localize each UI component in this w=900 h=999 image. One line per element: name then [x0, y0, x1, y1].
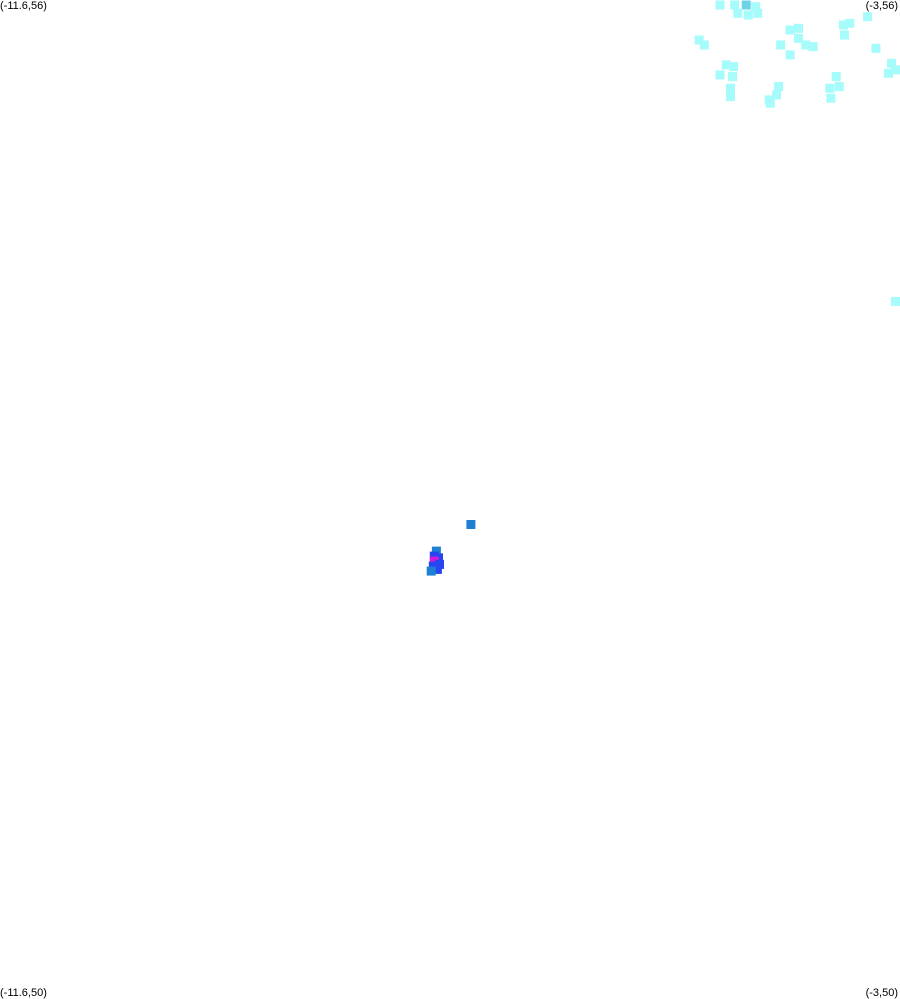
data-cell-light-cyan: [776, 40, 786, 50]
data-cells-layer: [426, 0, 900, 576]
data-cell-light-cyan: [753, 8, 763, 18]
data-cell-cyan-medium: [741, 0, 751, 10]
data-cell-light-cyan: [765, 98, 775, 108]
data-cell-light-cyan: [699, 40, 709, 50]
data-cell-steel-blue: [466, 520, 476, 529]
data-cell-light-cyan: [826, 93, 836, 103]
data-cell-light-cyan: [891, 65, 900, 75]
corner-label-bottom-left: (-11.6,50): [0, 987, 47, 999]
data-cell-light-cyan: [751, 2, 761, 12]
corner-label-top-right: (-3,56): [865, 0, 898, 12]
data-cell-light-cyan: [834, 82, 844, 92]
data-cell-light-cyan: [715, 0, 725, 10]
data-cell-steel-blue: [426, 566, 436, 576]
data-cell-light-cyan: [726, 83, 735, 93]
data-cell-light-cyan: [794, 23, 803, 33]
data-cell-light-cyan: [887, 58, 897, 68]
data-cell-light-cyan: [831, 72, 841, 82]
data-cell-light-cyan: [871, 43, 881, 53]
data-cell-light-cyan: [721, 60, 731, 70]
data-cell-light-cyan: [728, 72, 738, 82]
data-cell-light-cyan: [729, 62, 739, 72]
data-cell-light-cyan: [863, 12, 873, 22]
data-cell-steel-blue: [431, 546, 441, 556]
data-cell-light-cyan: [884, 68, 893, 78]
data-cell-light-cyan: [891, 296, 900, 306]
data-cell-light-cyan: [772, 90, 781, 100]
data-cell-light-cyan: [733, 8, 743, 18]
data-cell-light-cyan: [730, 0, 740, 10]
corner-label-bottom-right: (-3,50): [865, 987, 898, 999]
data-cell-light-cyan: [694, 35, 704, 45]
data-cell-light-cyan: [801, 40, 811, 50]
data-cell-light-cyan: [825, 83, 835, 93]
data-cell-light-cyan: [839, 20, 848, 30]
corner-label-top-left: (-11.6,56): [0, 0, 47, 12]
data-cell-light-cyan: [726, 92, 735, 102]
data-cell-light-cyan: [774, 82, 784, 92]
data-cell-light-cyan: [845, 18, 855, 28]
data-cell-magenta: [429, 556, 439, 566]
data-cell-light-cyan: [808, 42, 818, 52]
data-cell-light-cyan: [785, 50, 795, 60]
data-cell-light-cyan: [743, 10, 753, 20]
data-cell-light-cyan: [715, 70, 725, 80]
data-cell-light-cyan: [785, 25, 795, 35]
data-cell-light-cyan: [794, 33, 803, 43]
data-cell-blue: [432, 564, 442, 574]
data-cell-blue: [435, 559, 444, 569]
data-cell-light-cyan: [840, 30, 849, 40]
